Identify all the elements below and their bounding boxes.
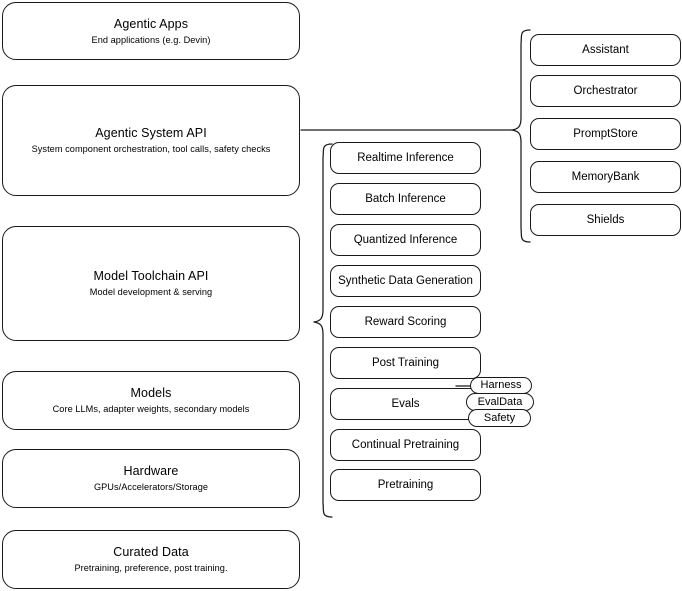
- capability-synthetic-data-generation[interactable]: Synthetic Data Generation: [330, 265, 481, 297]
- pill-label: EvalData: [477, 395, 523, 408]
- component-label: Assistant: [582, 44, 629, 56]
- layer-agentic-system-api[interactable]: Agentic System API System component orch…: [2, 85, 300, 196]
- capability-label: Pretraining: [377, 479, 434, 491]
- system-component-shields[interactable]: Shields: [530, 204, 681, 236]
- capability-label: Reward Scoring: [364, 316, 447, 328]
- layer-subtitle: Model development & serving: [89, 287, 213, 297]
- layer-title: Curated Data: [113, 545, 189, 559]
- capability-label: Realtime Inference: [357, 152, 454, 164]
- pill-label: Safety: [483, 411, 516, 424]
- capability-label: Synthetic Data Generation: [338, 275, 473, 287]
- layer-models[interactable]: Models Core LLMs, adapter weights, secon…: [2, 371, 300, 430]
- system-component-memorybank[interactable]: MemoryBank: [530, 161, 681, 193]
- layer-title: Hardware: [123, 464, 179, 478]
- layer-hardware[interactable]: Hardware GPUs/Accelerators/Storage: [2, 449, 300, 508]
- component-label: MemoryBank: [571, 171, 640, 183]
- capability-label: Continual Pretraining: [351, 439, 460, 451]
- component-label: Shields: [586, 214, 625, 226]
- capability-pretraining[interactable]: Pretraining: [330, 469, 481, 501]
- pill-label: Harness: [480, 379, 522, 391]
- layer-title: Agentic System API: [95, 126, 207, 140]
- system-component-orchestrator[interactable]: Orchestrator: [530, 75, 681, 107]
- component-label: Orchestrator: [573, 85, 638, 97]
- layer-subtitle: System component orchestration, tool cal…: [31, 144, 271, 154]
- capability-label: Evals: [391, 398, 420, 410]
- layer-title: Models: [130, 386, 172, 400]
- system-components-brace: [511, 29, 531, 243]
- evals-subcomponent-safety[interactable]: Safety: [468, 409, 531, 427]
- system-component-assistant[interactable]: Assistant: [530, 34, 681, 66]
- capability-quantized-inference[interactable]: Quantized Inference: [330, 224, 481, 256]
- capability-post-training[interactable]: Post Training: [330, 347, 481, 379]
- layer-model-toolchain-api[interactable]: Model Toolchain API Model development & …: [2, 226, 300, 341]
- capability-label: Post Training: [371, 357, 440, 369]
- layer-subtitle: End applications (e.g. Devin): [91, 34, 211, 45]
- layer-subtitle: GPUs/Accelerators/Storage: [93, 482, 209, 492]
- layer-title: Model Toolchain API: [93, 269, 209, 283]
- capability-realtime-inference[interactable]: Realtime Inference: [330, 142, 481, 174]
- layer-title: Agentic Apps: [113, 16, 189, 31]
- capability-reward-scoring[interactable]: Reward Scoring: [330, 306, 481, 338]
- evals-subcomponent-harness[interactable]: Harness: [470, 377, 532, 394]
- component-label: PromptStore: [573, 128, 638, 140]
- capability-evals[interactable]: Evals: [330, 388, 481, 420]
- layer-curated-data[interactable]: Curated Data Pretraining, preference, po…: [2, 530, 300, 589]
- capability-label: Quantized Inference: [353, 234, 458, 246]
- capability-continual-pretraining[interactable]: Continual Pretraining: [330, 429, 481, 461]
- layer-subtitle: Core LLMs, adapter weights, secondary mo…: [52, 404, 250, 414]
- capability-label: Batch Inference: [365, 193, 446, 205]
- layer-agentic-apps[interactable]: Agentic Apps End applications (e.g. Devi…: [2, 2, 300, 60]
- capability-batch-inference[interactable]: Batch Inference: [330, 183, 481, 215]
- system-component-promptstore[interactable]: PromptStore: [530, 118, 681, 150]
- layer-subtitle: Pretraining, preference, post training.: [74, 563, 228, 573]
